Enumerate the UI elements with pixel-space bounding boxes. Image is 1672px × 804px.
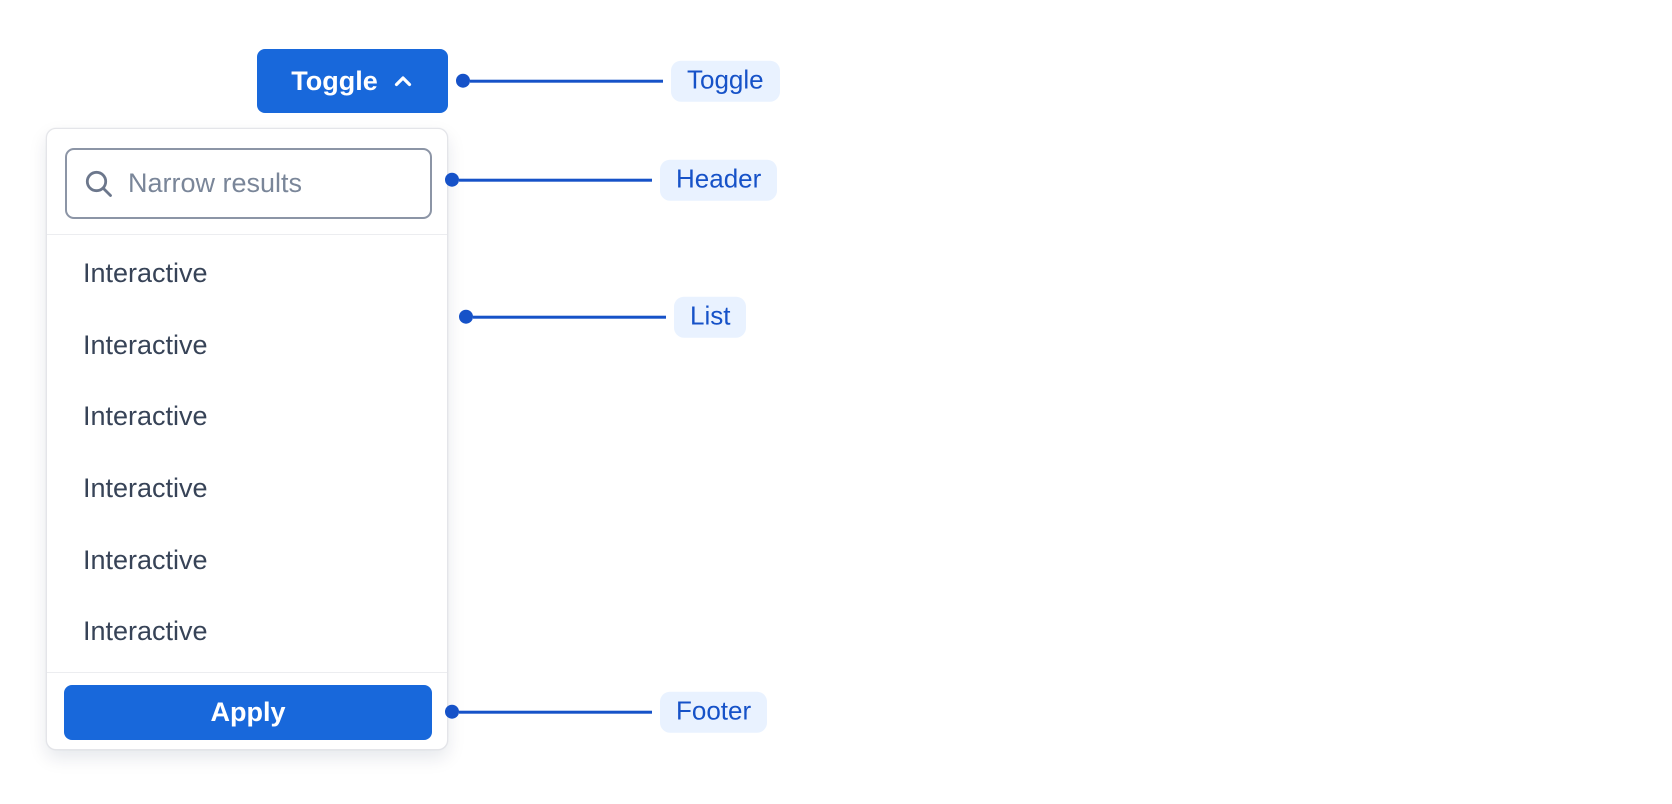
callout-line: [470, 79, 663, 83]
chevron-up-icon: [392, 70, 414, 92]
header-divider: [47, 234, 447, 235]
callout-dot: [459, 310, 473, 324]
dropdown-footer: Apply: [64, 685, 432, 740]
dropdown-header: [65, 148, 432, 219]
list-item[interactable]: Interactive: [83, 473, 208, 504]
callout-header: Header: [445, 159, 778, 201]
callout-list: List: [459, 296, 747, 338]
callout-label-list: List: [674, 296, 747, 338]
list-item[interactable]: Interactive: [83, 258, 208, 289]
list-item[interactable]: Interactive: [83, 401, 208, 432]
callout-line: [459, 710, 652, 714]
list-item[interactable]: Interactive: [83, 544, 208, 575]
list-item[interactable]: Interactive: [83, 329, 208, 360]
magnifier-icon: [83, 168, 115, 200]
search-field[interactable]: [65, 148, 432, 219]
apply-button[interactable]: Apply: [64, 685, 432, 740]
callout-footer: Footer: [445, 691, 768, 733]
callout-toggle: Toggle: [456, 60, 780, 102]
list-item[interactable]: Interactive: [83, 616, 208, 647]
dropdown-panel: Interactive Interactive Interactive Inte…: [46, 128, 448, 750]
callout-label-header: Header: [660, 159, 778, 201]
callout-label-footer: Footer: [660, 691, 768, 733]
callout-line: [473, 315, 666, 319]
search-input[interactable]: [128, 168, 414, 199]
toggle-button[interactable]: Toggle: [257, 49, 448, 113]
callout-line: [459, 178, 652, 182]
footer-divider: [47, 672, 447, 673]
dropdown-list: Interactive Interactive Interactive Inte…: [47, 238, 447, 668]
callout-label-toggle: Toggle: [671, 60, 780, 102]
toggle-button-label: Toggle: [291, 65, 378, 96]
callout-dot: [456, 74, 470, 88]
